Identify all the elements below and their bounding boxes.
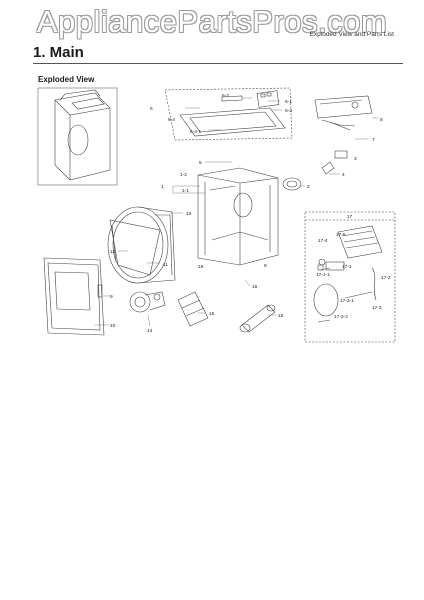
callout-17-1: 17-1: [342, 264, 352, 270]
callout-1-1: 1-1: [182, 188, 189, 194]
callout-17-3-1: 17-3-1: [340, 298, 354, 304]
callout-2: 2: [307, 184, 310, 190]
callout-15: 15: [278, 313, 284, 319]
dryer-overview: [37, 87, 118, 186]
callout-8: 8: [380, 117, 383, 123]
callout-8-frame: 8: [264, 263, 267, 269]
callout-17-5: 17-5: [336, 232, 346, 238]
motor-blower: [129, 291, 166, 313]
callout-4: 4: [342, 172, 345, 178]
subsection-title: Exploded View: [38, 75, 95, 84]
callout-12: 12: [110, 249, 116, 255]
callout-17-4: 17-4: [318, 238, 328, 244]
callout-7: 7: [372, 137, 375, 143]
leader-lines: [95, 97, 378, 327]
callout-18: 18: [198, 264, 204, 270]
callout-6-2: 6-2: [222, 93, 229, 99]
callout-13: 13: [186, 211, 192, 217]
callout-1-2: 1-2: [180, 172, 187, 178]
callout-6-1: 6-1: [285, 99, 292, 105]
callout-labels: 1 1-2 1-1 2 3 4 5 6 6-1 6-2 6-3 6-4 6-4-…: [110, 93, 391, 334]
callout-16: 16: [209, 311, 215, 317]
callout-6-3: 6-3: [285, 108, 292, 114]
callout-9: 9: [110, 294, 113, 300]
section-title: 1. Main: [33, 44, 84, 61]
callout-17-3-2: 17-3-2: [334, 314, 348, 320]
callout-16-frame: 16: [252, 284, 258, 290]
callout-6-4: 6-4: [168, 117, 175, 123]
drum-assembly: [107, 206, 176, 284]
watermark: AppliancePartsPros.com: [36, 4, 388, 39]
callout-17-2: 17-2: [381, 275, 391, 281]
callout-14: 14: [147, 328, 153, 334]
small-parts: [321, 150, 348, 175]
callout-3: 3: [354, 156, 357, 162]
callout-17-1-1: 17-1-1: [316, 272, 330, 278]
top-panel-group: [164, 87, 293, 141]
control-panel: [314, 95, 373, 131]
callout-6: 6: [150, 106, 153, 112]
heater-part: [177, 291, 209, 327]
header-note: Exploded View and Parts List: [309, 31, 394, 38]
callout-17-3: 17-3: [372, 305, 382, 311]
callout-6-4-1: 6-4-1: [190, 129, 202, 135]
kit-box: [304, 211, 396, 343]
callout-1: 1: [161, 184, 164, 190]
callout-11: 11: [163, 262, 168, 268]
filter-part: [239, 304, 276, 333]
callout-10: 10: [110, 323, 116, 329]
duct-part: [282, 177, 302, 191]
cabinet-frame: [197, 167, 279, 266]
title-rule: [33, 63, 403, 64]
callout-17: 17: [347, 214, 353, 220]
front-panel: [43, 257, 105, 336]
callout-5: 5: [199, 160, 202, 166]
